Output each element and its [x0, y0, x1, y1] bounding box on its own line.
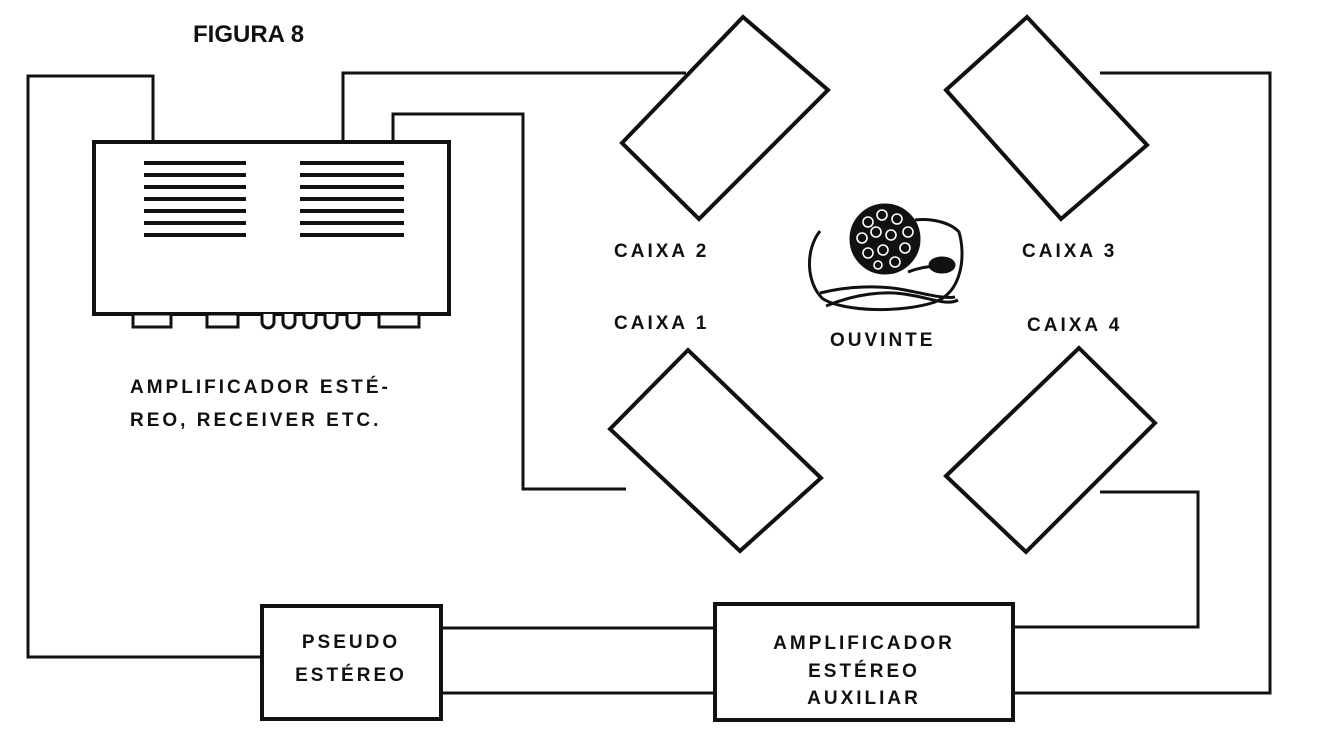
wire-amp-to-pseudo [26, 74, 262, 659]
amplifier-body [92, 140, 451, 316]
auxiliary-stereo-amplifier: AMPLIFICADOR ESTÉREO AUXILIAR [713, 602, 1015, 722]
listener-figure [807, 203, 964, 312]
wires [26, 71, 1272, 695]
stereo-amplifier: AMPLIFICADOR ESTÉ- REO, RECEIVER ETC. [92, 140, 451, 431]
amplifier-knob [260, 314, 276, 330]
aux-amplifier-line1: AMPLIFICADOR [773, 633, 955, 654]
pseudo-stereo-unit: PSEUDO ESTÉREO [260, 604, 443, 721]
wire-amp-to-box1 [391, 112, 626, 491]
pseudo-stereo-line2: ESTÉREO [295, 664, 407, 686]
amplifier-knob [323, 314, 339, 330]
amplifier-knob [345, 314, 361, 330]
listener-arm-fold [819, 285, 956, 299]
amplifier-vent-right [300, 161, 404, 237]
speaker-label-2: CAIXA 2 [614, 241, 709, 262]
amplifier-vent-left [144, 161, 246, 237]
amplifier-foot [131, 312, 173, 329]
wire-amp-to-box2 [341, 71, 686, 142]
amplifier-knob [302, 314, 318, 330]
listener-label: OUVINTE [830, 330, 935, 351]
listener-hand [928, 256, 956, 274]
speaker-label-3: CAIXA 3 [1022, 241, 1117, 262]
aux-amplifier-line2: ESTÉREO [808, 660, 920, 682]
amplifier-foot [205, 312, 240, 329]
amplifier-knob [281, 314, 297, 330]
amplifier-caption-line1: AMPLIFICADOR ESTÉ- [130, 376, 391, 398]
wire-aux-to-box3 [1013, 71, 1272, 695]
amplifier-foot [377, 312, 421, 329]
amplifier-caption-line2: REO, RECEIVER ETC. [130, 410, 381, 431]
listener-head [849, 203, 921, 275]
wire-aux-to-box4 [1013, 490, 1200, 629]
listener-arm-lower [825, 291, 959, 308]
pseudo-stereo-line1: PSEUDO [302, 632, 400, 653]
figure-title: FIGURA 8 [193, 21, 304, 48]
speaker-label-1: CAIXA 1 [614, 313, 709, 334]
speaker-box-2 [619, 14, 831, 222]
speaker-label-4: CAIXA 4 [1027, 315, 1122, 336]
amplifier-feet-and-knobs [131, 312, 421, 330]
speaker-box-1 [607, 347, 824, 554]
speaker-box-4 [943, 345, 1158, 555]
listener-hair-curls [856, 209, 914, 270]
aux-amplifier-line3: AUXILIAR [807, 688, 921, 709]
speaker-box-3 [943, 14, 1150, 222]
